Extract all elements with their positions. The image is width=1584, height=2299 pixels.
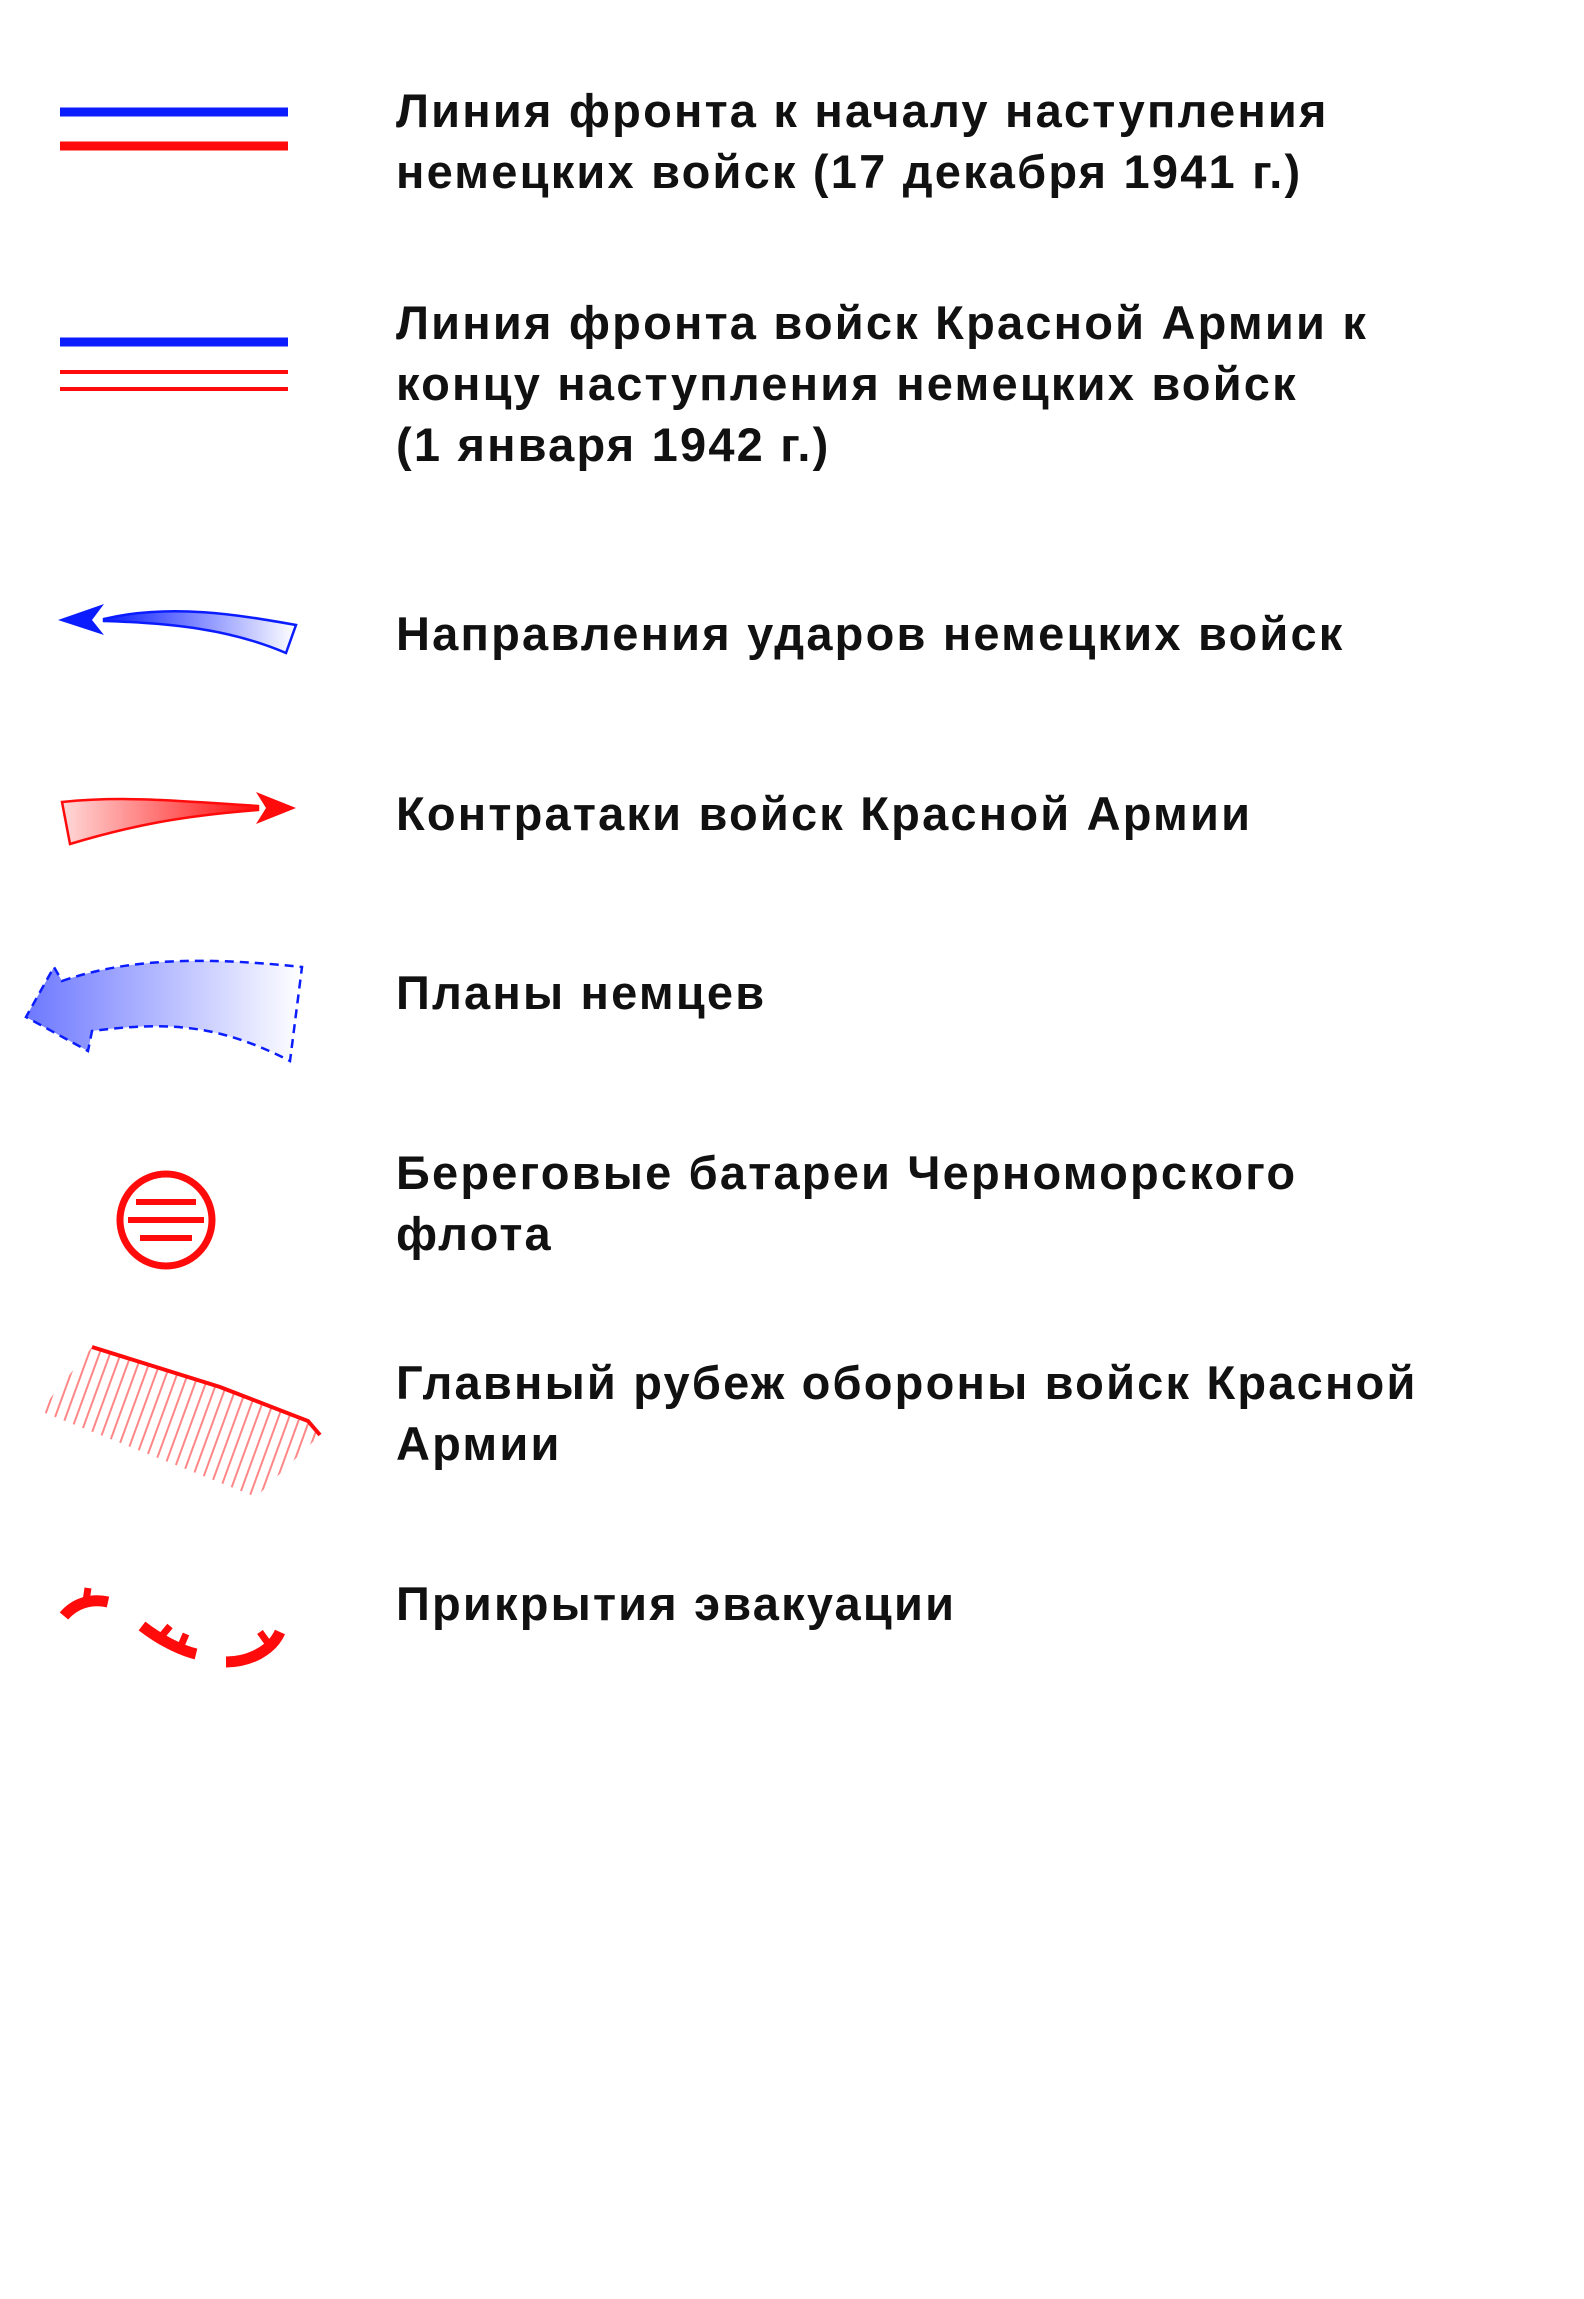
legend-label: Прикрытия эвакуации [396,1577,957,1630]
german-attack-arrow [20,585,320,675]
legend-label: Главный рубеж обороны войск Красной Арми… [396,1356,1418,1470]
red-army-counterattack-arrow [20,770,320,860]
legend-label: Планы немцев [396,966,767,1019]
legend-label: Направления ударов немецких войск [396,607,1345,660]
front-line-start-symbol [20,90,320,170]
legend-label: Линия фронта войск Красной Армии к концу… [396,296,1369,471]
legend-label: Контратаки войск Красной Армии [396,787,1253,840]
evacuation-cover-symbol [20,1570,320,1680]
legend-label: Линия фронта к началу наступления немецк… [396,84,1329,198]
front-line-end-symbol [20,325,320,405]
coastal-battery-icon [20,1160,320,1280]
german-plans-arrow [20,945,320,1075]
main-defense-line-symbol [20,1335,322,1515]
legend-label: Береговые батареи Черноморского флота [396,1146,1298,1260]
